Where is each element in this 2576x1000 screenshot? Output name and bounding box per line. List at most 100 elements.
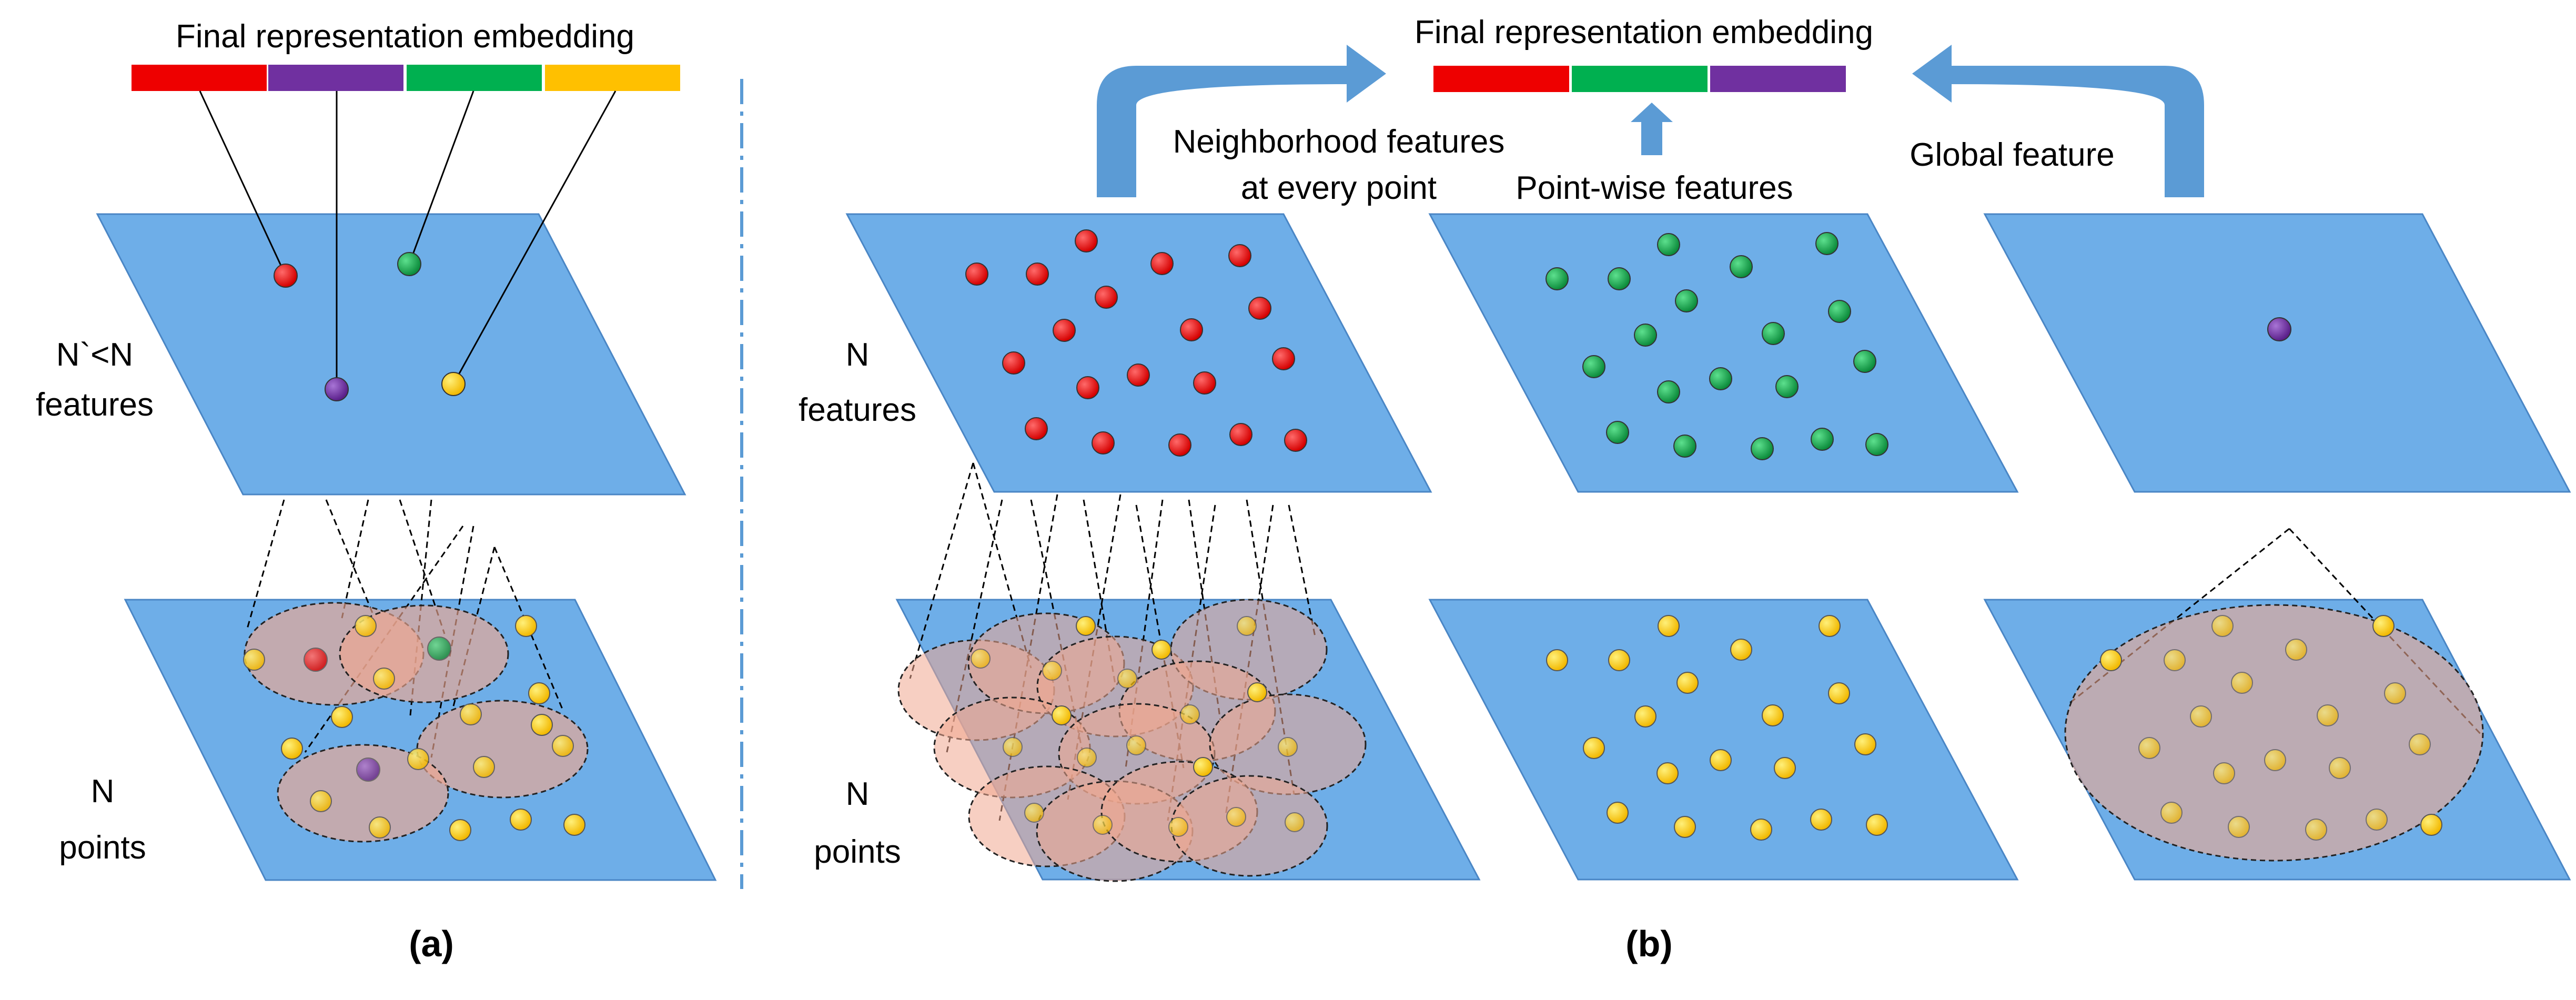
point: [407, 748, 429, 770]
panel-b-neighborhood-points: [971, 616, 1305, 837]
green-feature-point: [1634, 324, 1657, 347]
neighborhood-label-line1: Neighborhood features: [1173, 124, 1505, 160]
point: [1126, 735, 1146, 755]
point: [2231, 672, 2253, 694]
point: [1608, 649, 1630, 671]
green-feature-point: [1582, 355, 1605, 378]
red-feature-point: [1092, 431, 1115, 454]
point: [1730, 639, 1752, 661]
point: [2285, 639, 2307, 661]
green-feature-point: [1657, 233, 1680, 256]
red-feature-point: [1228, 244, 1251, 267]
green-feature-point: [1828, 300, 1851, 323]
point: [2138, 737, 2160, 759]
point: [473, 756, 495, 778]
point: [1042, 661, 1062, 681]
embedding-segment-green: [1572, 66, 1708, 92]
point: [1634, 705, 1656, 728]
point: [1762, 704, 1784, 726]
green-feature-point: [1657, 380, 1680, 403]
point: [528, 682, 550, 704]
pointwise-feature-points: [1545, 232, 1888, 460]
point: [563, 814, 585, 836]
point: [1237, 616, 1257, 636]
red-feature-point: [1127, 363, 1150, 387]
green-feature-point: [1815, 232, 1838, 255]
red-feature-point: [1150, 252, 1174, 275]
embedding-segment-red: [132, 65, 267, 91]
point: [1828, 682, 1850, 704]
red-feature-point: [1168, 433, 1191, 457]
green-feature-point: [1775, 375, 1799, 398]
point: [449, 819, 471, 841]
green-feature-point: [1865, 433, 1888, 456]
point: [1674, 816, 1696, 838]
point: [2372, 615, 2395, 637]
green-feature-point: [1673, 435, 1696, 458]
neighborhood-ellipse: [1170, 775, 1328, 877]
red-feature-point: [1229, 423, 1252, 446]
point: [355, 615, 377, 637]
red-feature-point: [1284, 429, 1307, 452]
point: [2366, 809, 2388, 831]
point: [1854, 733, 1876, 755]
embedding-segment-purple: [1710, 66, 1846, 92]
point: [510, 809, 532, 831]
point: [1247, 682, 1267, 702]
point: [2228, 816, 2250, 838]
pointwise-point-plane: [1428, 599, 2019, 881]
point: [1546, 649, 1568, 671]
neighborhood-ellipse: [277, 744, 449, 843]
point: [2384, 682, 2406, 704]
point: [1052, 705, 1072, 725]
green-feature-point: [1608, 267, 1631, 290]
point: [1226, 807, 1246, 827]
pointwise-points: [1546, 615, 1888, 841]
point: [1819, 615, 1841, 637]
point: [2160, 802, 2183, 824]
red-feature-point: [1095, 286, 1118, 309]
point: [1180, 704, 1200, 724]
red-feature-point: [1026, 262, 1049, 286]
global-feature-point: [2267, 317, 2291, 341]
point: [2211, 615, 2234, 637]
neighborhood-arrow: [1097, 45, 1386, 197]
purple-feature-point: [325, 377, 349, 401]
point: [2420, 814, 2442, 836]
point: [1656, 762, 1679, 784]
green-feature-point: [1606, 421, 1629, 444]
embedding-segment-green: [407, 65, 542, 91]
point: [310, 790, 332, 812]
point: [331, 706, 353, 728]
point: [1658, 615, 1680, 637]
point: [1866, 814, 1888, 836]
point: [1285, 812, 1305, 832]
green-feature-point: [1675, 289, 1698, 312]
panel-a-feature-points: [274, 252, 466, 401]
point: [552, 735, 574, 757]
point: [2317, 704, 2339, 726]
red-feature-point: [1025, 417, 1048, 440]
red-feature-point: [1076, 376, 1099, 399]
point: [2329, 757, 2351, 779]
global-neighborhood-ellipse: [2064, 604, 2484, 862]
red-feature-point: [965, 262, 988, 286]
point: [373, 668, 395, 690]
global-feature-arrow: [1912, 45, 2204, 197]
panel-b-embedding-title: Final representation embedding: [1415, 14, 1873, 50]
panel-b-neighborhoods: [897, 599, 1367, 882]
point: [1676, 672, 1699, 694]
point: [2100, 649, 2122, 671]
point: [1278, 737, 1298, 757]
point: [2213, 762, 2235, 784]
point: [369, 816, 391, 839]
point: [1193, 757, 1213, 777]
panel-a-feature-plane: [96, 213, 686, 496]
point: [1076, 616, 1096, 636]
green-feature-point: [1762, 322, 1785, 345]
red-feature-point: [1272, 347, 1295, 370]
embedding-segment-purple: [268, 65, 403, 91]
point: [1093, 815, 1113, 835]
point: [1583, 737, 1605, 759]
